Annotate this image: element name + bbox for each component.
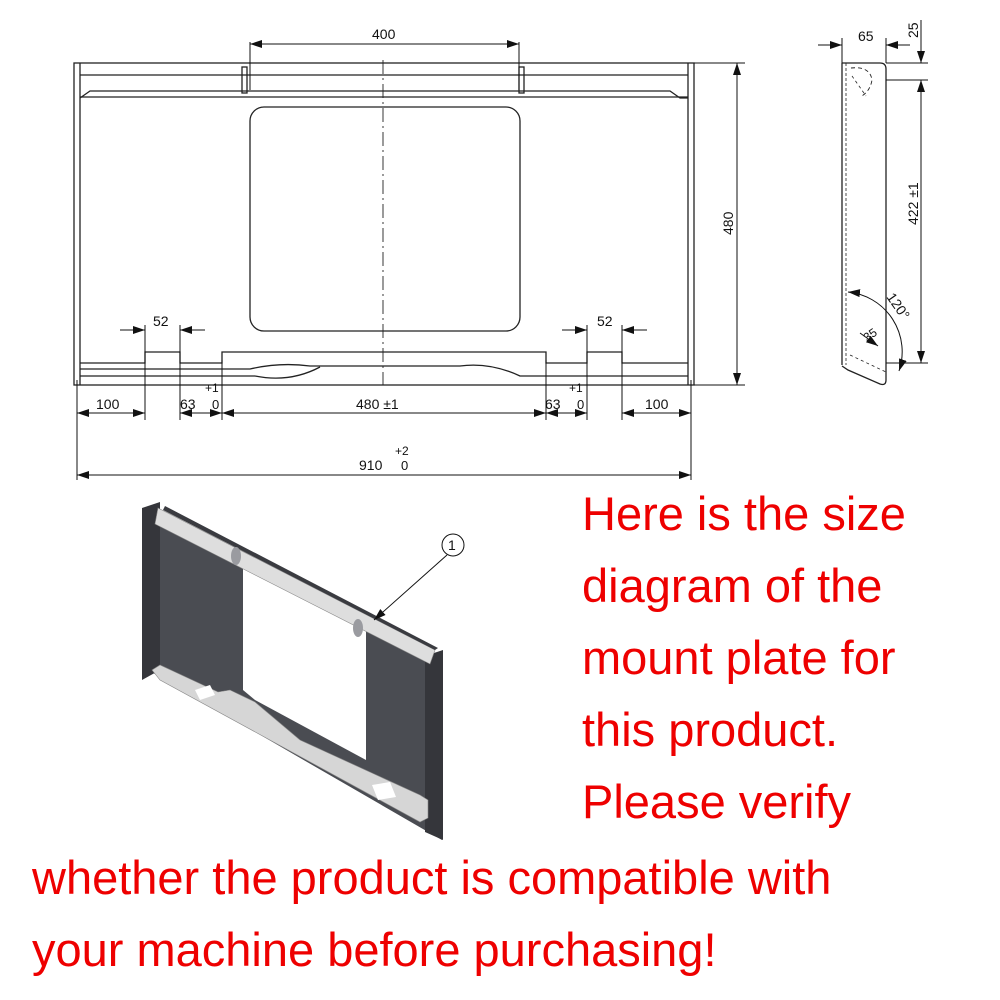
dim-overall-tol-lower: 0 <box>401 458 408 473</box>
dim-angle: 120° <box>884 290 914 323</box>
dim-edge-right: 100 <box>645 396 669 412</box>
note-right: Here is the size diagram of the mount pl… <box>582 478 906 838</box>
dim-gap-left-tol-lower: 0 <box>212 397 219 412</box>
side-view <box>841 62 887 386</box>
dim-edge-left: 100 <box>96 396 120 412</box>
side-view-dimensions <box>818 20 928 372</box>
callout-number: 1 <box>448 537 456 553</box>
note-bottom: whether the product is compatible with y… <box>32 842 831 986</box>
note-line: Please verify <box>582 775 852 828</box>
dim-inner-height: 422 ±1 <box>905 182 921 225</box>
dim-slot-left: 52 <box>153 313 169 329</box>
note-line: diagram of the <box>582 559 883 612</box>
isometric-view: 1 <box>142 502 465 840</box>
note-line: this product. <box>582 703 839 756</box>
note-line: whether the product is compatible with <box>32 851 832 904</box>
front-view-labels: 400 480 52 52 100 63 +1 0 480 ±1 63 +1 0… <box>96 26 736 473</box>
dim-overall-tol-upper: +2 <box>395 444 409 458</box>
dim-gap-right-tol-lower: 0 <box>577 397 584 412</box>
dim-overall-width: 910 <box>359 457 383 473</box>
dim-gap-left: 63 <box>180 396 196 412</box>
dim-lip: 35 <box>861 325 880 344</box>
note-line: your machine before purchasing! <box>32 923 717 976</box>
dim-gap-right: 63 <box>545 396 561 412</box>
dim-gap-left-tol-upper: +1 <box>205 381 219 395</box>
front-view-dimensions <box>76 40 745 480</box>
side-view-labels: 65 25 422 ±1 120° 35 <box>858 22 921 344</box>
dim-slot-right: 52 <box>597 313 613 329</box>
note-line: mount plate for <box>582 631 896 684</box>
dim-top-spacing: 400 <box>372 26 396 42</box>
dim-gap-right-tol-upper: +1 <box>569 381 583 395</box>
dim-depth: 65 <box>858 28 874 44</box>
dim-center-width: 480 ±1 <box>356 396 399 412</box>
dim-top-offset: 25 <box>905 22 921 38</box>
front-view <box>73 60 695 386</box>
dim-height: 480 <box>720 211 736 235</box>
note-line: Here is the size <box>582 487 906 540</box>
